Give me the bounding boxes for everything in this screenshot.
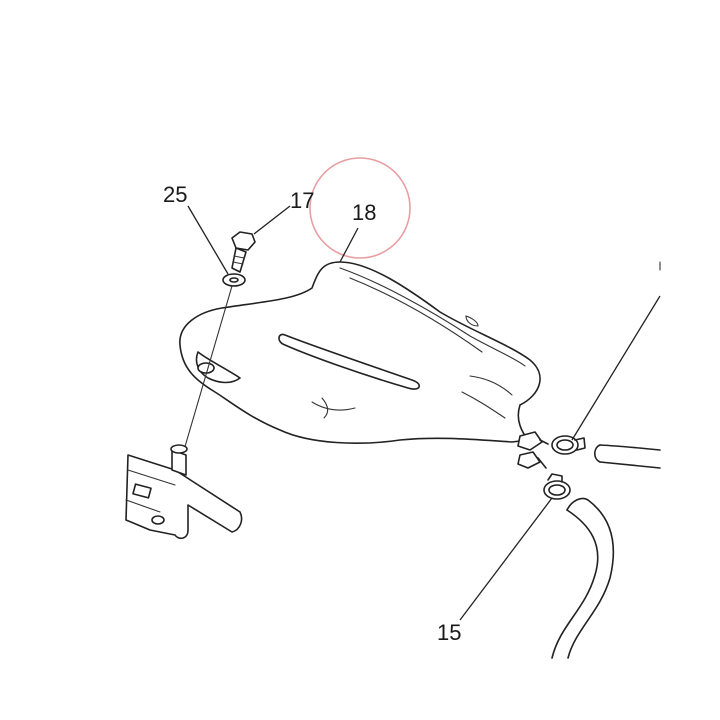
callout-17[interactable]: 17: [290, 188, 314, 213]
hose-upper: [593, 444, 661, 469]
leader-15: [459, 497, 553, 621]
mounting-bracket: [125, 444, 243, 540]
callout-15[interactable]: 15: [437, 620, 461, 645]
leader-clamp-upper: [571, 295, 661, 441]
leader-18: [339, 227, 359, 263]
hose-fittings: [517, 431, 549, 469]
hose-lower: [551, 497, 615, 659]
leader-17: [253, 205, 291, 235]
assembly-axis-line: [183, 285, 233, 451]
highlight-circle: [309, 157, 411, 259]
callout-18[interactable]: 18: [352, 200, 376, 225]
bolt: [231, 231, 256, 273]
callout-25[interactable]: 25: [163, 182, 187, 207]
washer: [222, 273, 246, 287]
hose-clamp-lower: [543, 473, 571, 500]
heat-shield: [179, 261, 541, 444]
hose-clamp-upper: [551, 435, 586, 455]
leader-25: [187, 205, 229, 275]
